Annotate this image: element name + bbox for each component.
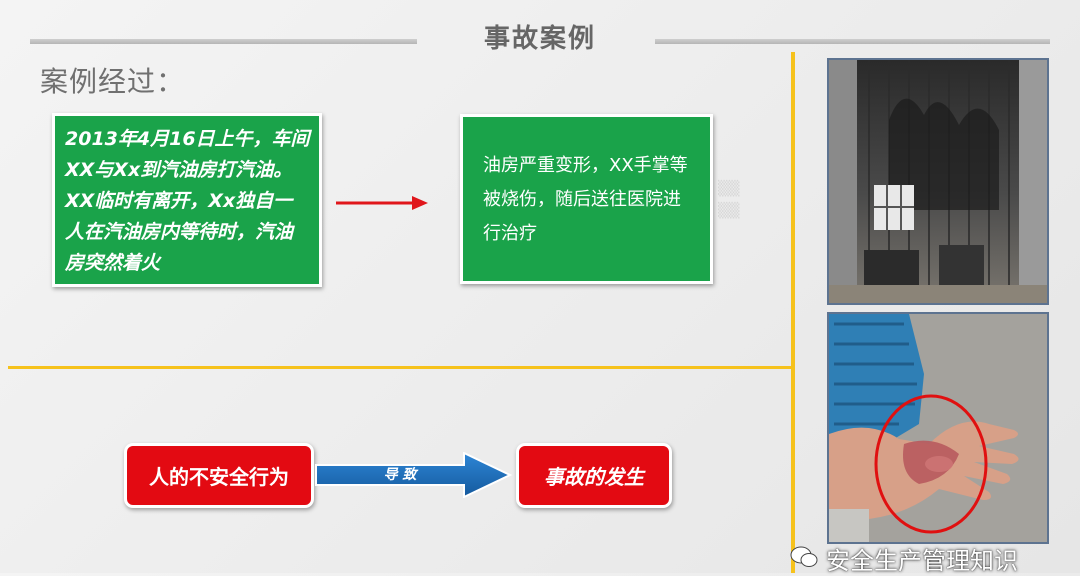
header-line-right [655,39,1050,44]
case-description-box: 2013年4月16日上午，车间XX与Xx到汽油房打汽油。XX临时有离开，Xx独自… [52,113,322,287]
section-title: 案例经过： [40,65,186,98]
wechat-icon [790,545,818,573]
blue-arrow-icon [315,452,512,498]
arrow-label: 导 致 [383,467,417,483]
burned-room-image [829,60,1047,303]
burned-hand-photo [827,312,1049,544]
unsafe-behavior-box: 人的不安全行为 [124,443,314,508]
accident-occurrence-label: 事故的发生 [544,465,644,489]
watermark-text: 安全生产管理知识 [826,547,1018,575]
result-text: 油房严重变形，XX手掌等被烧伤，随后送往医院进行治疗 [483,155,688,244]
faint-background-mark: ▒▒▒▒ [718,181,740,219]
horizontal-divider [8,366,793,369]
header-line-left [30,39,417,44]
red-arrow-icon [336,196,428,210]
case-description-text: 2013年4月16日上午，车间XX与Xx到汽油房打汽油。XX临时有离开，Xx独自… [65,128,310,274]
burned-hand-image [829,314,1047,542]
burned-oil-room-photo [827,58,1049,305]
page-title: 事故案例 [483,24,596,54]
result-box: 油房严重变形，XX手掌等被烧伤，随后送往医院进行治疗 [460,114,713,284]
vertical-divider [791,52,795,573]
unsafe-behavior-label: 人的不安全行为 [149,465,289,489]
accident-occurrence-box: 事故的发生 [516,443,672,508]
